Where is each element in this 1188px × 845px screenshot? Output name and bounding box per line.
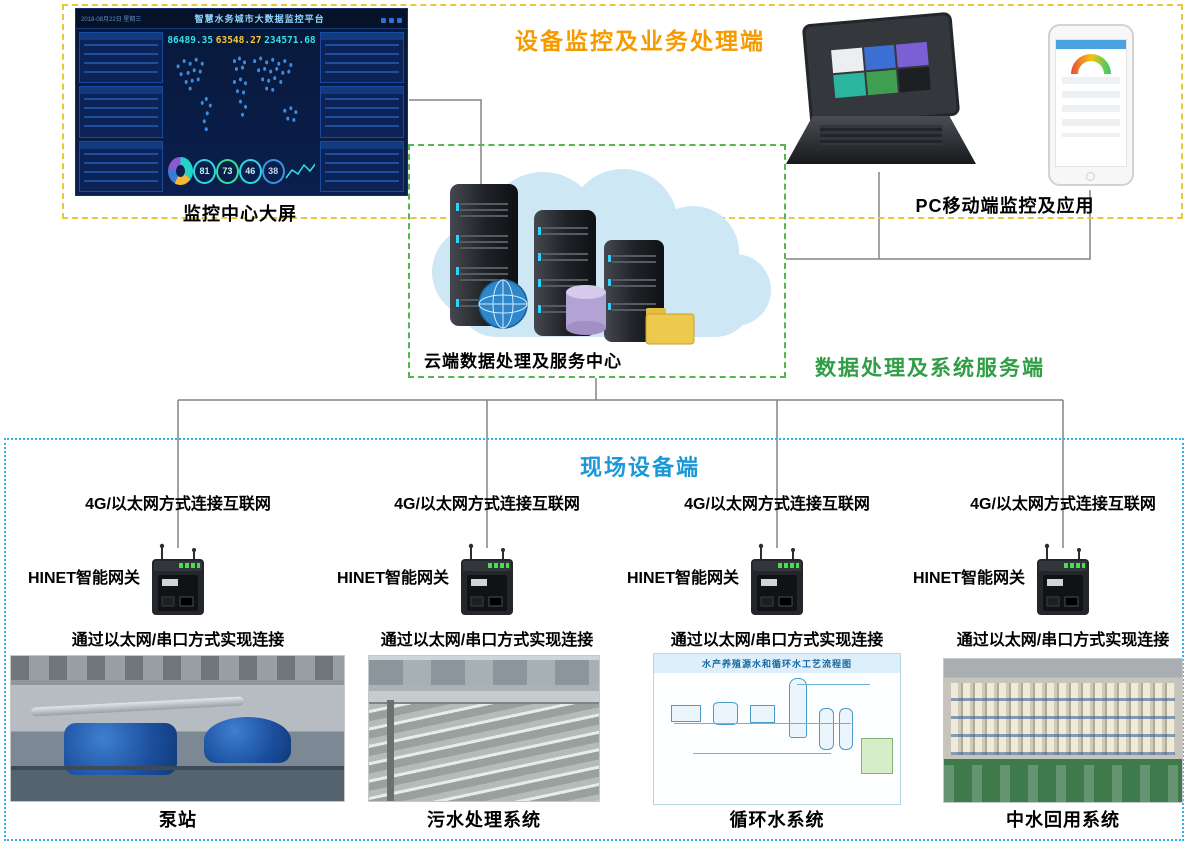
rack-frame xyxy=(951,683,1175,755)
dashboard-caption: 监控中心大屏 xyxy=(183,204,297,224)
site-name: 中水回用系统 xyxy=(1006,810,1120,830)
background-buildings xyxy=(369,660,599,685)
stat-value: 234571.68 xyxy=(264,34,316,46)
dashboard-panel xyxy=(320,86,404,138)
folder-icon xyxy=(645,308,695,345)
hinet-gateway-device xyxy=(750,543,804,616)
phone-illustration xyxy=(1048,24,1134,186)
dashboard-date: 2018-08月22日 星期三 xyxy=(81,17,142,23)
net-label: 4G/以太网方式连接互联网 xyxy=(85,496,271,513)
cloud-zone-side-label: 数据处理及系统服务端 xyxy=(815,357,1045,380)
phone-screen xyxy=(1055,39,1127,167)
flow-vessel xyxy=(713,702,738,725)
dashboard-panel xyxy=(320,140,404,192)
aeration-water xyxy=(369,703,599,801)
dashboard-header: 2018-08月22日 星期三 智慧水务城市大数据监控平台 xyxy=(76,9,407,29)
dashboard-header-icons xyxy=(378,10,402,28)
world-map-dots xyxy=(176,56,298,132)
dashboard-panel xyxy=(79,140,163,192)
gateway-label: HINET智能网关 xyxy=(336,570,449,587)
dashboard-gauges: 81 73 46 38 xyxy=(166,150,317,192)
gauge-circle: 81 xyxy=(193,158,216,184)
dashboard-panel xyxy=(320,32,404,84)
flow-filter-column xyxy=(818,708,834,750)
link-label: 通过以太网/串口方式实现连接 xyxy=(956,632,1170,649)
steel-pipe xyxy=(30,696,245,717)
membrane-system-photo xyxy=(943,658,1183,803)
gauge-circle: 38 xyxy=(261,158,285,184)
net-label: 4G/以太网方式连接互联网 xyxy=(970,496,1156,513)
floor-rail xyxy=(11,766,344,771)
phone-home-button xyxy=(1086,172,1095,181)
database-icon xyxy=(566,285,606,335)
gateway-label: HINET智能网关 xyxy=(912,570,1025,587)
link-label: 通过以太网/串口方式实现连接 xyxy=(670,632,884,649)
hinet-gateway-device xyxy=(1036,543,1090,616)
globe-icon xyxy=(478,279,528,329)
trend-sparkline xyxy=(284,162,315,179)
link-label: 通过以太网/串口方式实现连接 xyxy=(380,632,594,649)
flow-box xyxy=(749,705,775,723)
net-label: 4G/以太网方式连接互联网 xyxy=(684,496,870,513)
flow-box xyxy=(671,705,701,722)
sewage-plant-photo xyxy=(368,655,600,802)
dashboard-right-column xyxy=(320,32,404,192)
site-name: 污水处理系统 xyxy=(427,810,541,830)
monitoring-zone-title: 设备监控及业务处理端 xyxy=(515,28,765,54)
site-name: 循环水系统 xyxy=(729,810,825,830)
field-zone-title: 现场设备端 xyxy=(579,455,700,480)
donut-chart xyxy=(168,157,194,185)
phone-gauge-widget xyxy=(1071,54,1111,74)
laptop-screen xyxy=(801,11,961,129)
stat-value: 86489.35 xyxy=(167,34,214,46)
gauge-circle: 46 xyxy=(238,158,262,184)
ceiling-pipes xyxy=(11,656,344,680)
floor-reflection xyxy=(944,764,1182,802)
flow-line xyxy=(796,684,871,685)
dashboard-center: 86489.35 63548.27 234571.68 xyxy=(166,32,317,192)
dashboard-left-column xyxy=(79,32,163,192)
gauge-circle: 73 xyxy=(215,158,239,184)
phone-app-header xyxy=(1056,40,1126,49)
cloud-zone-border xyxy=(408,144,786,378)
dashboard-panel xyxy=(79,32,163,84)
basin-wall xyxy=(387,699,395,801)
pump-station-photo xyxy=(10,655,345,802)
gateway-label: HINET智能网关 xyxy=(626,570,739,587)
basin-edge xyxy=(369,690,599,704)
laptop-keyboard-base xyxy=(786,116,976,164)
line-cloud-to-phone xyxy=(786,190,1091,260)
line-dashboard-to-cloud xyxy=(409,99,482,200)
laptop-screen-content xyxy=(831,41,931,99)
flow-line xyxy=(693,753,832,754)
cloud-caption: 云端数据处理及服务中心 xyxy=(424,352,622,371)
monitoring-dashboard: 2018-08月22日 星期三 智慧水务城市大数据监控平台 86489.35 6… xyxy=(75,8,408,196)
hinet-gateway-device xyxy=(151,543,205,616)
field-zone-border xyxy=(4,438,1184,841)
process-flow-diagram-photo: 水产养殖源水和循环水工艺流程图 xyxy=(653,653,901,805)
phone-list-rows xyxy=(1062,77,1120,137)
stat-value: 63548.27 xyxy=(215,34,262,46)
flow-filter-column xyxy=(838,708,854,750)
blue-pump xyxy=(64,722,178,775)
dashboard-title: 智慧水务城市大数据监控平台 xyxy=(194,14,325,24)
cloud-server-illustration xyxy=(432,169,771,345)
blue-pump xyxy=(204,716,291,764)
dashboard-stats: 86489.35 63548.27 234571.68 xyxy=(166,32,317,48)
laptop-illustration xyxy=(786,11,982,178)
site-name: 泵站 xyxy=(159,810,197,830)
pc-mobile-caption: PC移动端监控及应用 xyxy=(915,196,1095,216)
hinet-gateway-device xyxy=(460,543,514,616)
dashboard-body: 86489.35 63548.27 234571.68 xyxy=(76,29,407,195)
net-label: 4G/以太网方式连接互联网 xyxy=(394,496,580,513)
flow-diagram-title: 水产养殖源水和循环水工艺流程图 xyxy=(654,654,900,673)
flow-pond xyxy=(860,738,893,774)
gateway-label: HINET智能网关 xyxy=(27,570,140,587)
flow-tall-tank xyxy=(789,678,807,738)
link-label: 通过以太网/串口方式实现连接 xyxy=(71,632,285,649)
flow-line xyxy=(673,723,851,724)
dashboard-panel xyxy=(79,86,163,138)
